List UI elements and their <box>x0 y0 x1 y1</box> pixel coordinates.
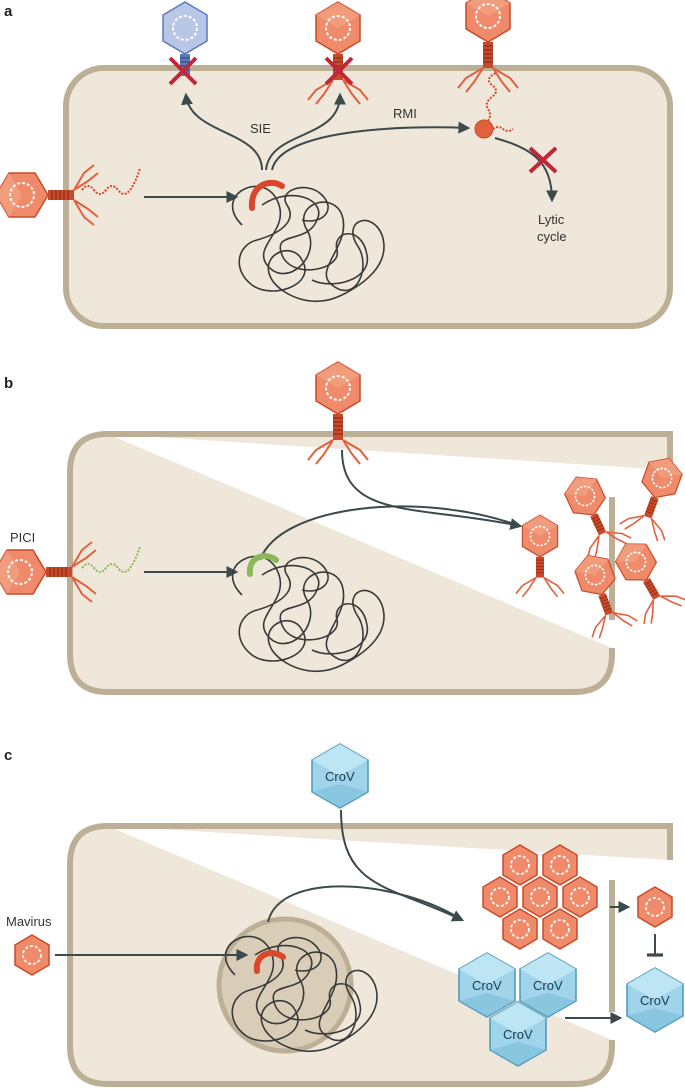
pici-element-icon <box>246 553 279 577</box>
integrated-mavirus-icon <box>253 950 286 974</box>
blue-phage-icon <box>162 1 208 77</box>
label-crov-2: CroV <box>533 978 563 993</box>
panel-a: a SIE RMI <box>0 0 673 329</box>
panel-b: b PICI <box>0 361 685 695</box>
label-mavirus: Mavirus <box>6 914 52 929</box>
panel-letter-b: b <box>4 375 13 392</box>
mavirus-progeny-icon <box>542 908 578 950</box>
mavirus-progeny-icon <box>522 876 558 918</box>
restricted-phage-icon <box>474 119 494 139</box>
released-phage-icon <box>553 466 634 563</box>
mavirus-progeny-icon <box>562 876 598 918</box>
label-crov-out: CroV <box>640 993 670 1008</box>
label-pici: PICI <box>10 530 35 545</box>
arrow <box>267 885 463 923</box>
host-cell-b <box>67 431 673 695</box>
phage-dna-icon <box>492 126 514 132</box>
pici-dna-icon <box>81 545 141 573</box>
sie-arrow-right <box>265 92 346 171</box>
mavirus-progeny-icon <box>502 908 538 950</box>
label-sie: SIE <box>250 121 271 136</box>
inhibit-cross-icon <box>168 56 198 86</box>
label-lytic: Lytic <box>538 212 565 227</box>
label-crov-top: CroV <box>325 769 355 784</box>
lytic-arrow <box>494 137 558 203</box>
prophage-icon <box>248 179 285 211</box>
phage-dna-icon <box>485 72 497 122</box>
phage-dna-icon <box>81 167 141 195</box>
panel-c: c CroV Mavirus CroV CroV CroV CroV <box>4 743 684 1087</box>
arrow <box>259 505 521 561</box>
inhibit-cross-icon <box>528 146 558 174</box>
released-mavirus-icon <box>637 886 673 928</box>
panel-letter-c: c <box>4 747 12 764</box>
arrow <box>340 809 465 922</box>
label-rmi: RMI <box>393 106 417 121</box>
label-cycle: cycle <box>537 229 567 244</box>
inhibit-cross-icon <box>324 56 354 86</box>
arrow <box>341 449 523 530</box>
label-crov-3: CroV <box>503 1027 533 1042</box>
released-phage-icon <box>604 531 685 628</box>
released-phage-icon <box>515 514 565 598</box>
mavirus-progeny-icon <box>482 876 518 918</box>
panel-letter-a: a <box>4 3 13 20</box>
label-crov-1: CroV <box>472 978 502 993</box>
sie-arrow-left <box>181 92 263 171</box>
rmi-arrow <box>271 121 471 171</box>
mavirus-icon <box>14 934 50 976</box>
